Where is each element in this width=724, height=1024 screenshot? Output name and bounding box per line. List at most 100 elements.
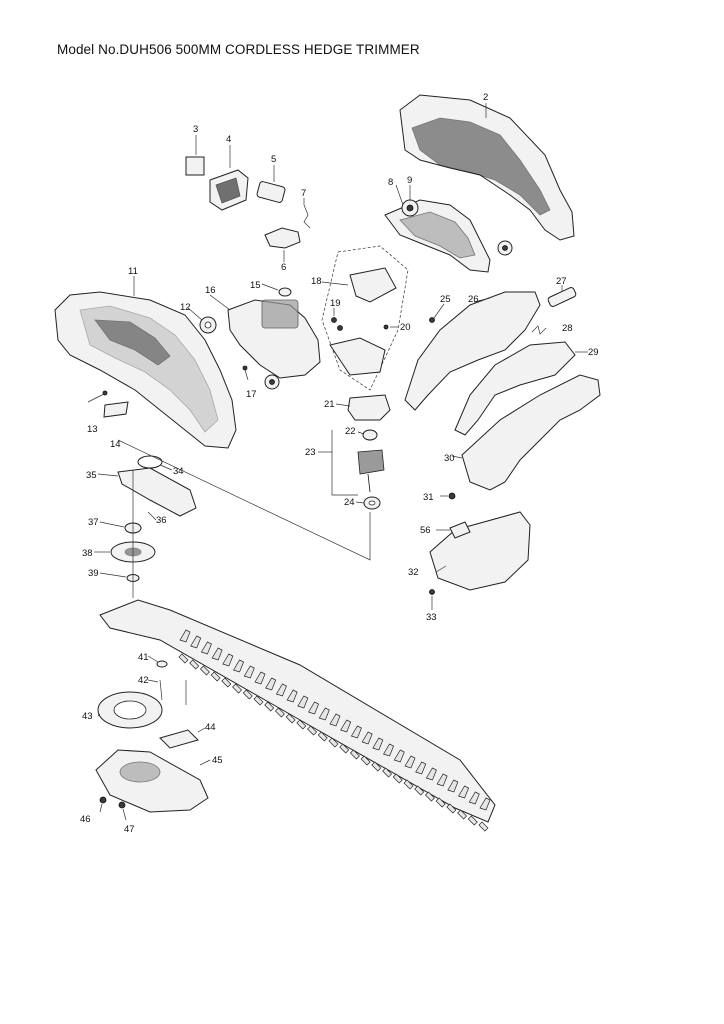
callout-27: 27 xyxy=(556,276,567,287)
callout-44: 44 xyxy=(205,722,216,733)
callout-28: 28 xyxy=(562,323,573,334)
part-18-controller xyxy=(321,245,409,391)
part-45-gear-cover xyxy=(95,749,211,813)
part-22-bearing xyxy=(357,429,378,441)
part-26-handle-half xyxy=(404,291,541,411)
callout-20: 20 xyxy=(400,322,411,333)
blade-tooth xyxy=(285,689,298,724)
callout-11: 11 xyxy=(128,266,138,277)
blade-tooth xyxy=(221,653,234,688)
part-56-label xyxy=(436,521,471,539)
callout-46: 46 xyxy=(80,814,91,825)
callout-7: 7 xyxy=(301,188,306,199)
blade-tooth xyxy=(435,773,448,808)
part-38-gear xyxy=(94,541,156,563)
part-27-switch xyxy=(547,285,577,307)
part-44-guide xyxy=(159,727,206,749)
callout-5: 5 xyxy=(271,154,276,165)
blade-tooth xyxy=(199,641,212,676)
callout-4: 4 xyxy=(226,134,231,145)
part-20-pin xyxy=(383,324,398,330)
callout-47: 47 xyxy=(124,824,135,835)
callout-2: 2 xyxy=(483,92,488,103)
blade-tooth xyxy=(371,737,384,772)
callout-56: 56 xyxy=(420,525,431,536)
callout-29: 29 xyxy=(588,347,599,358)
callout-36: 36 xyxy=(156,515,167,526)
blade-tooth xyxy=(349,725,362,760)
part-32-guard xyxy=(429,511,531,591)
callout-3: 3 xyxy=(193,124,198,135)
part-3-label xyxy=(185,135,205,176)
callout-43: 43 xyxy=(82,711,93,722)
callout-6: 6 xyxy=(281,262,286,273)
callout-16: 16 xyxy=(205,285,216,296)
blade-tooth xyxy=(478,797,491,832)
blade-tooth xyxy=(264,677,277,712)
callout-9: 9 xyxy=(407,175,412,186)
part-15-washer xyxy=(261,283,292,297)
callout-15: 15 xyxy=(250,280,261,291)
callout-labels: 2 3 4 5 6 7 8 9 11 12 13 14 15 16 17 18 … xyxy=(80,92,599,835)
callout-41: 41 xyxy=(138,652,149,663)
blade-tooth xyxy=(446,779,459,814)
blade-tooth xyxy=(467,791,480,826)
diagram-title: Model No.DUH506 500MM CORDLESS HEDGE TRI… xyxy=(57,42,420,57)
callout-17: 17 xyxy=(246,389,257,400)
part-11-main-housing xyxy=(54,276,237,449)
part-17-screw xyxy=(242,365,280,390)
part-14-label xyxy=(103,401,129,418)
blade-tooth xyxy=(392,749,405,784)
part-12-washer xyxy=(187,307,217,334)
part-16-gear-housing xyxy=(209,294,321,379)
part-8-bracket xyxy=(384,184,491,273)
blade-tooth xyxy=(403,755,416,790)
callout-22: 22 xyxy=(345,426,356,437)
part-31-screw xyxy=(440,492,456,500)
part-30-front-handle xyxy=(451,374,601,491)
callout-26: 26 xyxy=(468,294,479,305)
part-36-pin xyxy=(147,511,157,521)
callout-18: 18 xyxy=(311,276,322,287)
callout-33: 33 xyxy=(426,612,437,623)
part-28-spring xyxy=(531,325,547,335)
part-2-housing-half xyxy=(399,94,575,241)
callout-25: 25 xyxy=(440,294,451,305)
blade-tooth xyxy=(296,695,309,730)
blade-tooth xyxy=(189,635,202,670)
part-35-crank xyxy=(97,467,197,517)
blade-tooth xyxy=(178,629,191,664)
callout-12: 12 xyxy=(180,302,191,313)
callout-38: 38 xyxy=(82,548,93,559)
part-25-screw xyxy=(429,303,445,323)
part-6-lock-button xyxy=(264,227,301,262)
blade-tooth xyxy=(274,683,287,718)
blade-tooth xyxy=(424,767,437,802)
callout-39: 39 xyxy=(88,568,99,579)
part-23-rotor xyxy=(318,430,385,496)
part-9-bearing xyxy=(401,185,513,256)
blade-tooth xyxy=(232,659,245,694)
callout-14: 14 xyxy=(110,439,121,450)
blade-tooth xyxy=(317,707,330,742)
part-29-handle-half xyxy=(454,341,588,436)
part-24-bearing xyxy=(355,496,381,510)
blade-tooth xyxy=(360,731,373,766)
part-21-stator xyxy=(335,394,391,421)
callout-30: 30 xyxy=(444,453,455,464)
callout-19: 19 xyxy=(330,298,341,309)
callout-23: 23 xyxy=(305,447,316,458)
part-7-spring xyxy=(303,198,311,229)
part-46-screw xyxy=(99,796,107,813)
part-13-screw xyxy=(87,390,108,403)
callout-42: 42 xyxy=(138,675,149,686)
callout-21: 21 xyxy=(324,399,335,410)
blade-tooth xyxy=(242,665,255,700)
blade-tooth xyxy=(307,701,320,736)
group-line xyxy=(117,439,371,561)
part-42-bolt xyxy=(147,679,187,705)
part-19-screw xyxy=(331,308,343,331)
part-4-switch-board xyxy=(209,145,249,211)
callout-8: 8 xyxy=(388,177,393,188)
